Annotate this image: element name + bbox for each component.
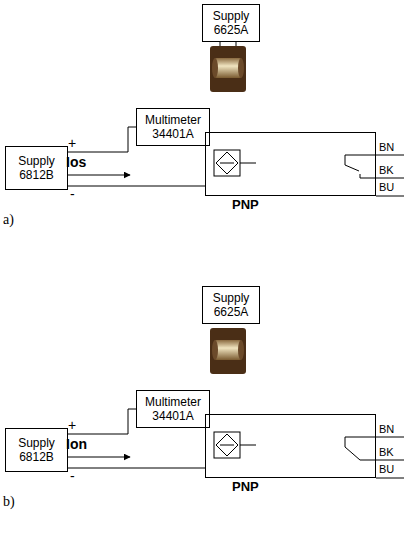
multimeter-box: Multimeter 34401A	[136, 108, 210, 146]
target-icon	[214, 340, 242, 360]
polarity-sign: -	[70, 187, 75, 202]
target-icon	[212, 340, 218, 360]
switch-symbol	[360, 460, 376, 461]
sensor-symbol	[214, 432, 256, 458]
sensor-symbol	[214, 150, 240, 176]
target-icon	[238, 58, 244, 78]
switch-symbol	[345, 447, 360, 460]
current-label: Ios	[66, 155, 86, 170]
wire	[68, 186, 205, 187]
pin-wire	[376, 437, 404, 438]
current-label: Ion	[66, 437, 87, 452]
box-text: Supply 6812B	[6, 154, 67, 183]
target-icon	[212, 58, 218, 78]
sensor-symbol	[214, 432, 240, 458]
current-arrow	[66, 175, 130, 176]
pin-wire	[376, 460, 404, 461]
sensor-box: PNP	[205, 132, 376, 196]
panel-a-art	[66, 42, 404, 196]
pin-name: BK	[379, 446, 394, 458]
supply-wire	[220, 42, 221, 46]
wire	[68, 468, 205, 469]
sensor-symbol	[220, 445, 234, 446]
pin-name: BK	[379, 164, 394, 176]
switch-symbol	[345, 155, 376, 178]
target-icon	[210, 46, 246, 92]
switch-symbol	[345, 165, 359, 171]
polarity-sign: +	[68, 136, 76, 151]
pin-wire	[376, 155, 404, 196]
pin-wire	[376, 437, 404, 478]
switch-symbol	[345, 437, 376, 460]
pin-name: BN	[379, 423, 394, 435]
supply-wire	[220, 42, 236, 46]
supply-box: Supply 6625A	[202, 4, 260, 42]
target-icon	[238, 340, 244, 360]
box-text: Supply 6625A	[203, 291, 259, 320]
current-arrow	[66, 457, 130, 458]
pin-name: BU	[379, 463, 394, 475]
box-text: Multimeter 34401A	[137, 395, 209, 424]
pin-name: BU	[379, 181, 394, 193]
wire	[68, 409, 136, 434]
polarity-sign: -	[70, 469, 75, 484]
current-arrow	[66, 457, 130, 458]
sensor-symbol	[216, 434, 238, 456]
pin-wire	[376, 478, 404, 479]
target-icon	[214, 58, 242, 78]
box-text: Supply 6625A	[203, 9, 259, 38]
sensor-symbol	[214, 150, 256, 176]
target-icon	[210, 46, 246, 92]
sensor-type: PNP	[232, 479, 259, 495]
pin-name: BN	[379, 141, 394, 153]
target-icon	[210, 328, 246, 374]
polarity-sign: +	[68, 418, 76, 433]
box-text: Multimeter 34401A	[137, 113, 209, 142]
supply-wire	[236, 42, 237, 46]
current-arrow	[66, 175, 130, 176]
sensor-box: PNP	[205, 414, 376, 478]
box-text: Supply 6812B	[6, 436, 67, 465]
sensor-symbol	[240, 445, 256, 446]
sensor-symbol	[220, 163, 234, 164]
sensor-symbol	[240, 163, 256, 164]
sensor-symbol	[216, 152, 238, 174]
panel-label: b)	[3, 494, 15, 509]
wire	[68, 127, 136, 152]
sensor-type: PNP	[232, 197, 259, 213]
pin-wire	[376, 178, 404, 179]
panel-b-art	[66, 328, 404, 478]
pin-wire	[376, 196, 404, 197]
switch-symbol	[345, 437, 376, 447]
supply-box: Supply 6812B	[5, 428, 68, 472]
panel-label: a)	[3, 212, 14, 227]
target-icon	[210, 328, 246, 374]
switch-symbol	[360, 174, 376, 178]
switch-symbol	[345, 155, 376, 165]
supply-box: Supply 6812B	[5, 146, 68, 190]
supply-box: Supply 6625A	[202, 286, 260, 324]
multimeter-box: Multimeter 34401A	[136, 390, 210, 428]
pin-wire	[376, 155, 404, 156]
